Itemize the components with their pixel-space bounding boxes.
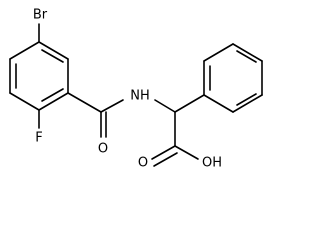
alpha-carbon-phenyl-bond [174,94,205,113]
ring-bond-a4-a5 [9,92,40,111]
ring-bond-a3-a4 [38,92,69,111]
ring-bond-a1-a2 [38,41,69,60]
chemical-structure-diagram: Br F NH O O O [9,8,263,171]
carboxyl-oxygen-label: O [138,156,148,171]
bromine-label: Br [33,8,48,23]
ring-double-inner-a3-a4 [41,88,64,102]
phenyl-bond-b1-b2 [203,94,234,113]
ring-double-inner-a1-a2 [41,49,64,63]
bromofluorophenyl-ring [9,41,69,111]
carboxyl-co-double-bond-inner [153,152,178,167]
hydroxyl-label: OH [202,156,222,171]
ring-bond-a6-a1 [9,41,40,60]
amide-nh-label: NH [130,89,150,104]
carbonyl-nh-bond [100,99,124,113]
phenyl-ring [203,43,263,113]
phenyl-double-inner-bottom-right [236,93,257,106]
phenyl-bond-b4-b5 [232,43,263,62]
amide-oxygen-label: O [98,142,108,157]
carboxyl-co-bond [151,145,176,160]
phenyl-double-inner-top-right [236,50,257,63]
carboxyl-oh-bond [174,145,199,160]
nh-alpha-carbon-bond [154,99,176,113]
structure-canvas: Br F NH O O O [9,7,263,171]
phenyl-bond-b5-b6 [203,43,234,62]
fluorine-label: F [35,131,42,146]
ring-carbonyl-bond [67,92,102,113]
phenyl-bond-b2-b3 [232,94,263,113]
